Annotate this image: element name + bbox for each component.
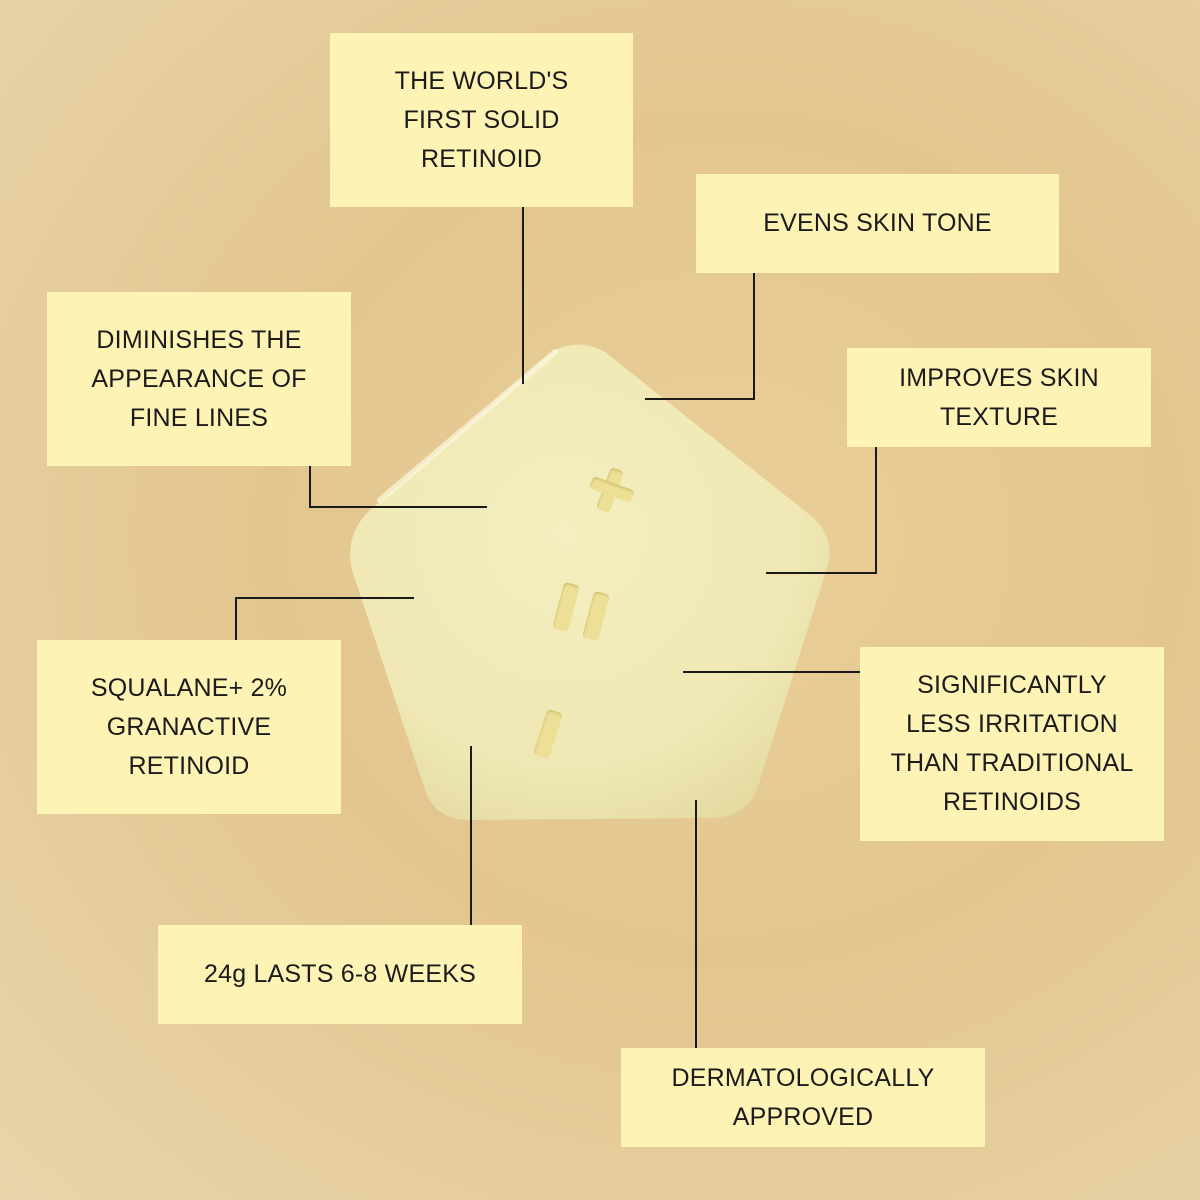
callout-text-line: FIRST SOLID <box>403 105 560 134</box>
retinoid-soap-bar <box>340 340 840 830</box>
callout-text-line: DERMATOLOGICALLY <box>671 1063 935 1092</box>
connector-skin-texture-h <box>766 572 877 574</box>
callout-lasts: 24g LASTS 6-8 WEEKS <box>158 925 522 1024</box>
connector-squalane-h <box>235 597 414 599</box>
callout-text-line: RETINOID <box>128 751 250 780</box>
callout-text-line: TEXTURE <box>939 402 1059 431</box>
pentagon-soap-shape <box>350 344 830 820</box>
callout-derm-approved: DERMATOLOGICALLY APPROVED <box>621 1048 985 1147</box>
callout-text-line: APPEARANCE OF <box>91 364 307 393</box>
connector-lasts <box>470 746 472 926</box>
callout-text-line: SIGNIFICANTLY <box>917 671 1107 699</box>
connector-fine-lines-h <box>309 506 487 508</box>
callout-less-irritation: SIGNIFICANTLY LESS IRRITATION THAN TRADI… <box>860 647 1164 841</box>
callout-text-line: RETINOIDS <box>943 788 1081 816</box>
callout-skin-texture: IMPROVES SKIN TEXTURE <box>847 348 1151 447</box>
callout-squalane: SQUALANE+ 2% GRANACTIVE RETINOID <box>37 640 341 814</box>
connector-squalane-v <box>235 597 237 640</box>
callout-text-line: SQUALANE+ 2% <box>90 673 288 702</box>
callout-text-line: FINE LINES <box>129 403 269 432</box>
callout-text-line: RETINOID <box>420 144 543 173</box>
callout-text-line: DIMINISHES THE <box>96 325 302 354</box>
callout-evens-skin-tone: EVENS SKIN TONE <box>696 174 1059 273</box>
callout-text-line: THAN TRADITIONAL <box>890 749 1134 777</box>
callout-text-line: APPROVED <box>732 1102 874 1131</box>
connector-evens-skin-tone-v <box>753 273 755 400</box>
connector-skin-texture-v <box>875 447 877 574</box>
connector-fine-lines-v <box>309 465 311 508</box>
callout-text-line: EVENS SKIN TONE <box>763 209 992 237</box>
callout-text-line: GRANACTIVE <box>106 712 272 741</box>
callout-fine-lines: DIMINISHES THE APPEARANCE OF FINE LINES <box>47 292 351 466</box>
connector-evens-skin-tone-h <box>645 398 755 400</box>
callout-text-line: THE WORLD'S <box>394 66 569 95</box>
connector-worlds-first <box>522 207 524 384</box>
callout-text-line: LESS IRRITATION <box>906 710 1118 738</box>
connector-less-irritation <box>683 671 861 673</box>
callout-text-line: IMPROVES SKIN <box>899 363 1099 392</box>
callout-worlds-first: THE WORLD'S FIRST SOLID RETINOID <box>330 33 633 207</box>
connector-derm-approved <box>695 800 697 1048</box>
callout-text-line: 24g LASTS 6-8 WEEKS <box>204 960 476 988</box>
